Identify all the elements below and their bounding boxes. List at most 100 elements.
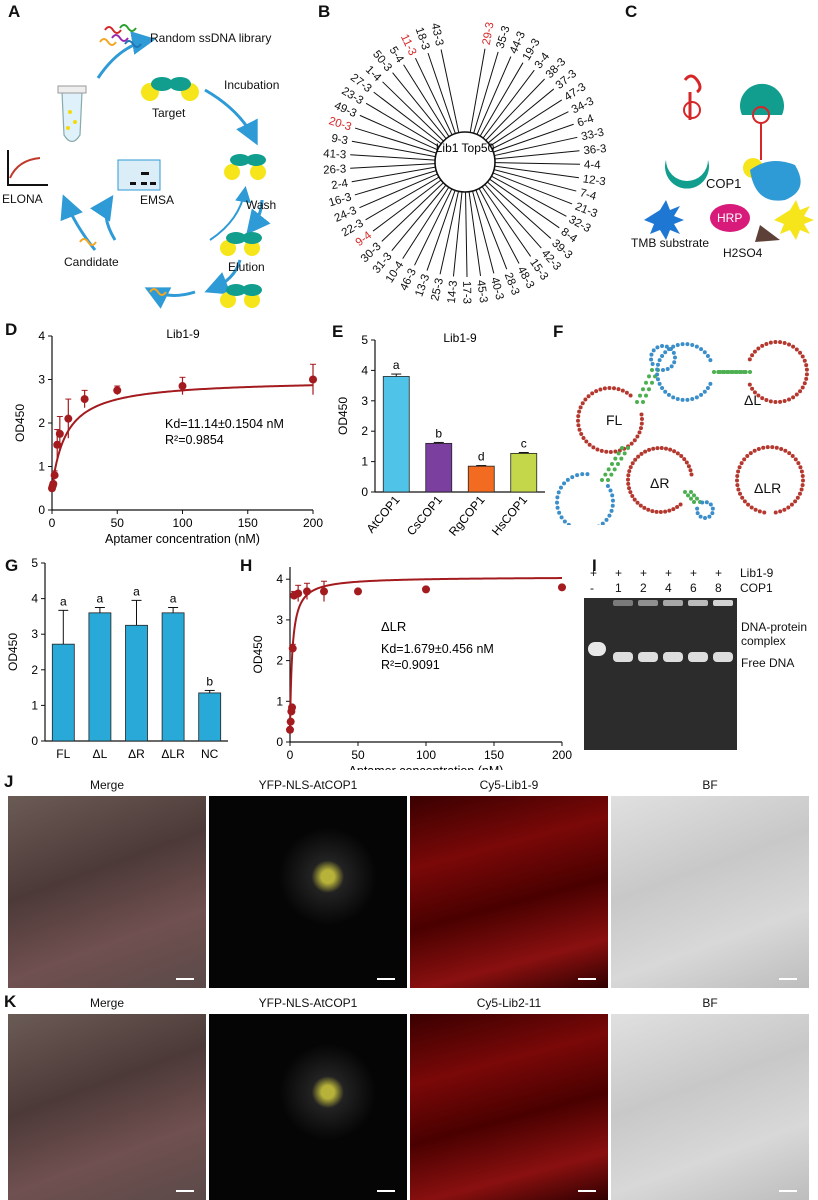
nucleotide [748,370,752,374]
tree-branch [359,114,438,151]
nucleotide [735,473,740,478]
nucleotide [773,510,778,515]
tree-branch [484,184,542,249]
scale-bar [578,1190,596,1192]
x-tick-label: 100 [416,748,436,762]
panel-label-i: I [592,556,597,575]
data-point [80,395,89,404]
nucleotide [627,486,632,491]
nucleotide [630,461,635,466]
nucleotide [668,447,673,452]
micrograph-yfp [209,1014,407,1200]
tree-branch [472,190,495,274]
tree-branch [489,99,563,147]
nucleotide [555,500,560,505]
emsa-band-free [688,652,708,662]
nucleotide [650,380,654,385]
emsa-band-complex [713,600,733,606]
tree-leaf-label: 41-3 [323,148,347,161]
nucleotide [680,397,685,402]
nucleotide [661,368,665,372]
nucleotide [795,495,800,500]
nucleotide [695,496,699,501]
data-point [64,414,73,423]
nucleotide [704,500,709,505]
category-label: ΔR [128,747,145,761]
nucleotide [610,462,614,466]
panel-label-d: D [5,320,18,339]
nucleotide [684,460,689,465]
emsa-cop1-amount: 1 [615,581,622,595]
nucleotide [566,522,571,525]
c-cop1-label: COP1 [706,176,742,191]
nucleotide [635,434,640,439]
nucleotide [667,508,672,513]
y-tick-label: 0 [31,734,38,748]
nucleotide [671,507,676,512]
nucleotide [650,362,655,366]
nucleotide [594,389,599,394]
nucleotide [616,387,621,392]
nucleotide [606,478,610,482]
nucleotide [752,349,757,354]
nucleotide [773,340,778,345]
nucleotide [675,451,680,456]
emsa-complex-label: DNA-protein complex [741,620,808,648]
nucleotide [649,352,654,357]
nucleotide [562,519,567,524]
nucleotide [628,393,633,398]
nucleotide [604,517,609,522]
micrograph-caption: YFP-NLS-AtCOP1 [258,996,358,1010]
nucleotide [609,508,614,513]
nucleotide [800,478,805,483]
nucleotide [799,469,804,474]
nucleotide [644,380,648,385]
nucleotide [626,477,631,482]
nucleotide [750,386,755,391]
nucleotide [768,340,773,345]
nucleotide [695,506,700,511]
nucleotide [587,442,592,447]
tree-leaf-label: 12-3 [582,173,606,188]
nucleotide [798,389,803,394]
significance-letter: b [206,674,213,688]
nucleotide [639,412,644,417]
nucleotide [590,391,595,396]
tree-branch [491,111,569,150]
nucleotide [576,423,581,428]
nucleotide [742,457,747,462]
x-axis-label: Aptamer concentration (nM) [105,532,260,546]
tree-branch [481,186,532,257]
bar [425,442,453,493]
nucleotide [746,502,751,507]
nucleotide [745,454,750,459]
tree-branch [487,181,552,239]
tree-leaf-label: 29-3 [481,21,497,46]
tree-branch [469,48,486,133]
nucleotide [637,430,642,435]
nucleotide [752,448,757,453]
nucleotide [663,509,668,514]
tree-leaf-label: 7-4 [578,187,598,203]
nucleotide [712,370,716,374]
f-fl-label: FL [606,412,623,428]
nucleotide [647,447,652,452]
nucleotide [737,465,742,470]
nucleotide [796,461,801,466]
nucleotide [749,505,754,510]
nucleotide [628,490,633,495]
nucleotide [753,507,758,512]
tree-leaf-label: 45-3 [474,279,489,303]
nucleotide [655,377,660,382]
y-tick-label: 2 [31,663,38,677]
nucleotide [689,490,693,494]
nucleotide [608,488,613,493]
nucleotide [600,478,604,482]
tree-leaf-label: 36-3 [583,143,607,157]
nucleotide [606,467,611,472]
bar [198,692,222,742]
nucleotide [786,505,791,510]
